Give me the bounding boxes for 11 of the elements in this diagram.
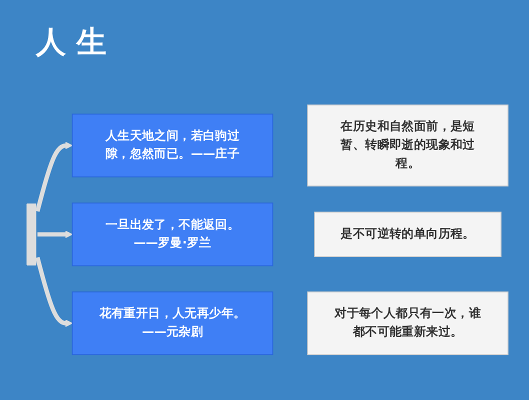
note-box: 是不可逆转的单向历程。	[314, 212, 502, 258]
quote-box: 花有重开日，人无再少年。——元杂剧	[72, 292, 274, 356]
trunk-bar	[26, 204, 36, 266]
title: 人 生	[36, 24, 106, 62]
arrow	[35, 142, 73, 212]
quote-box: 一旦出发了，不能返回。——罗曼·罗兰	[72, 202, 274, 266]
note-box: 对于每个人都只有一次，谁都不可能重新来过。	[307, 292, 508, 356]
note-box: 在历史和自然面前，是短暂、转瞬即逝的现象和过程。	[307, 104, 508, 187]
arrow	[35, 257, 73, 328]
arrow	[37, 230, 73, 238]
quote-box: 人生天地之间，若白驹过隙，忽然而已。——庄子	[72, 114, 274, 178]
